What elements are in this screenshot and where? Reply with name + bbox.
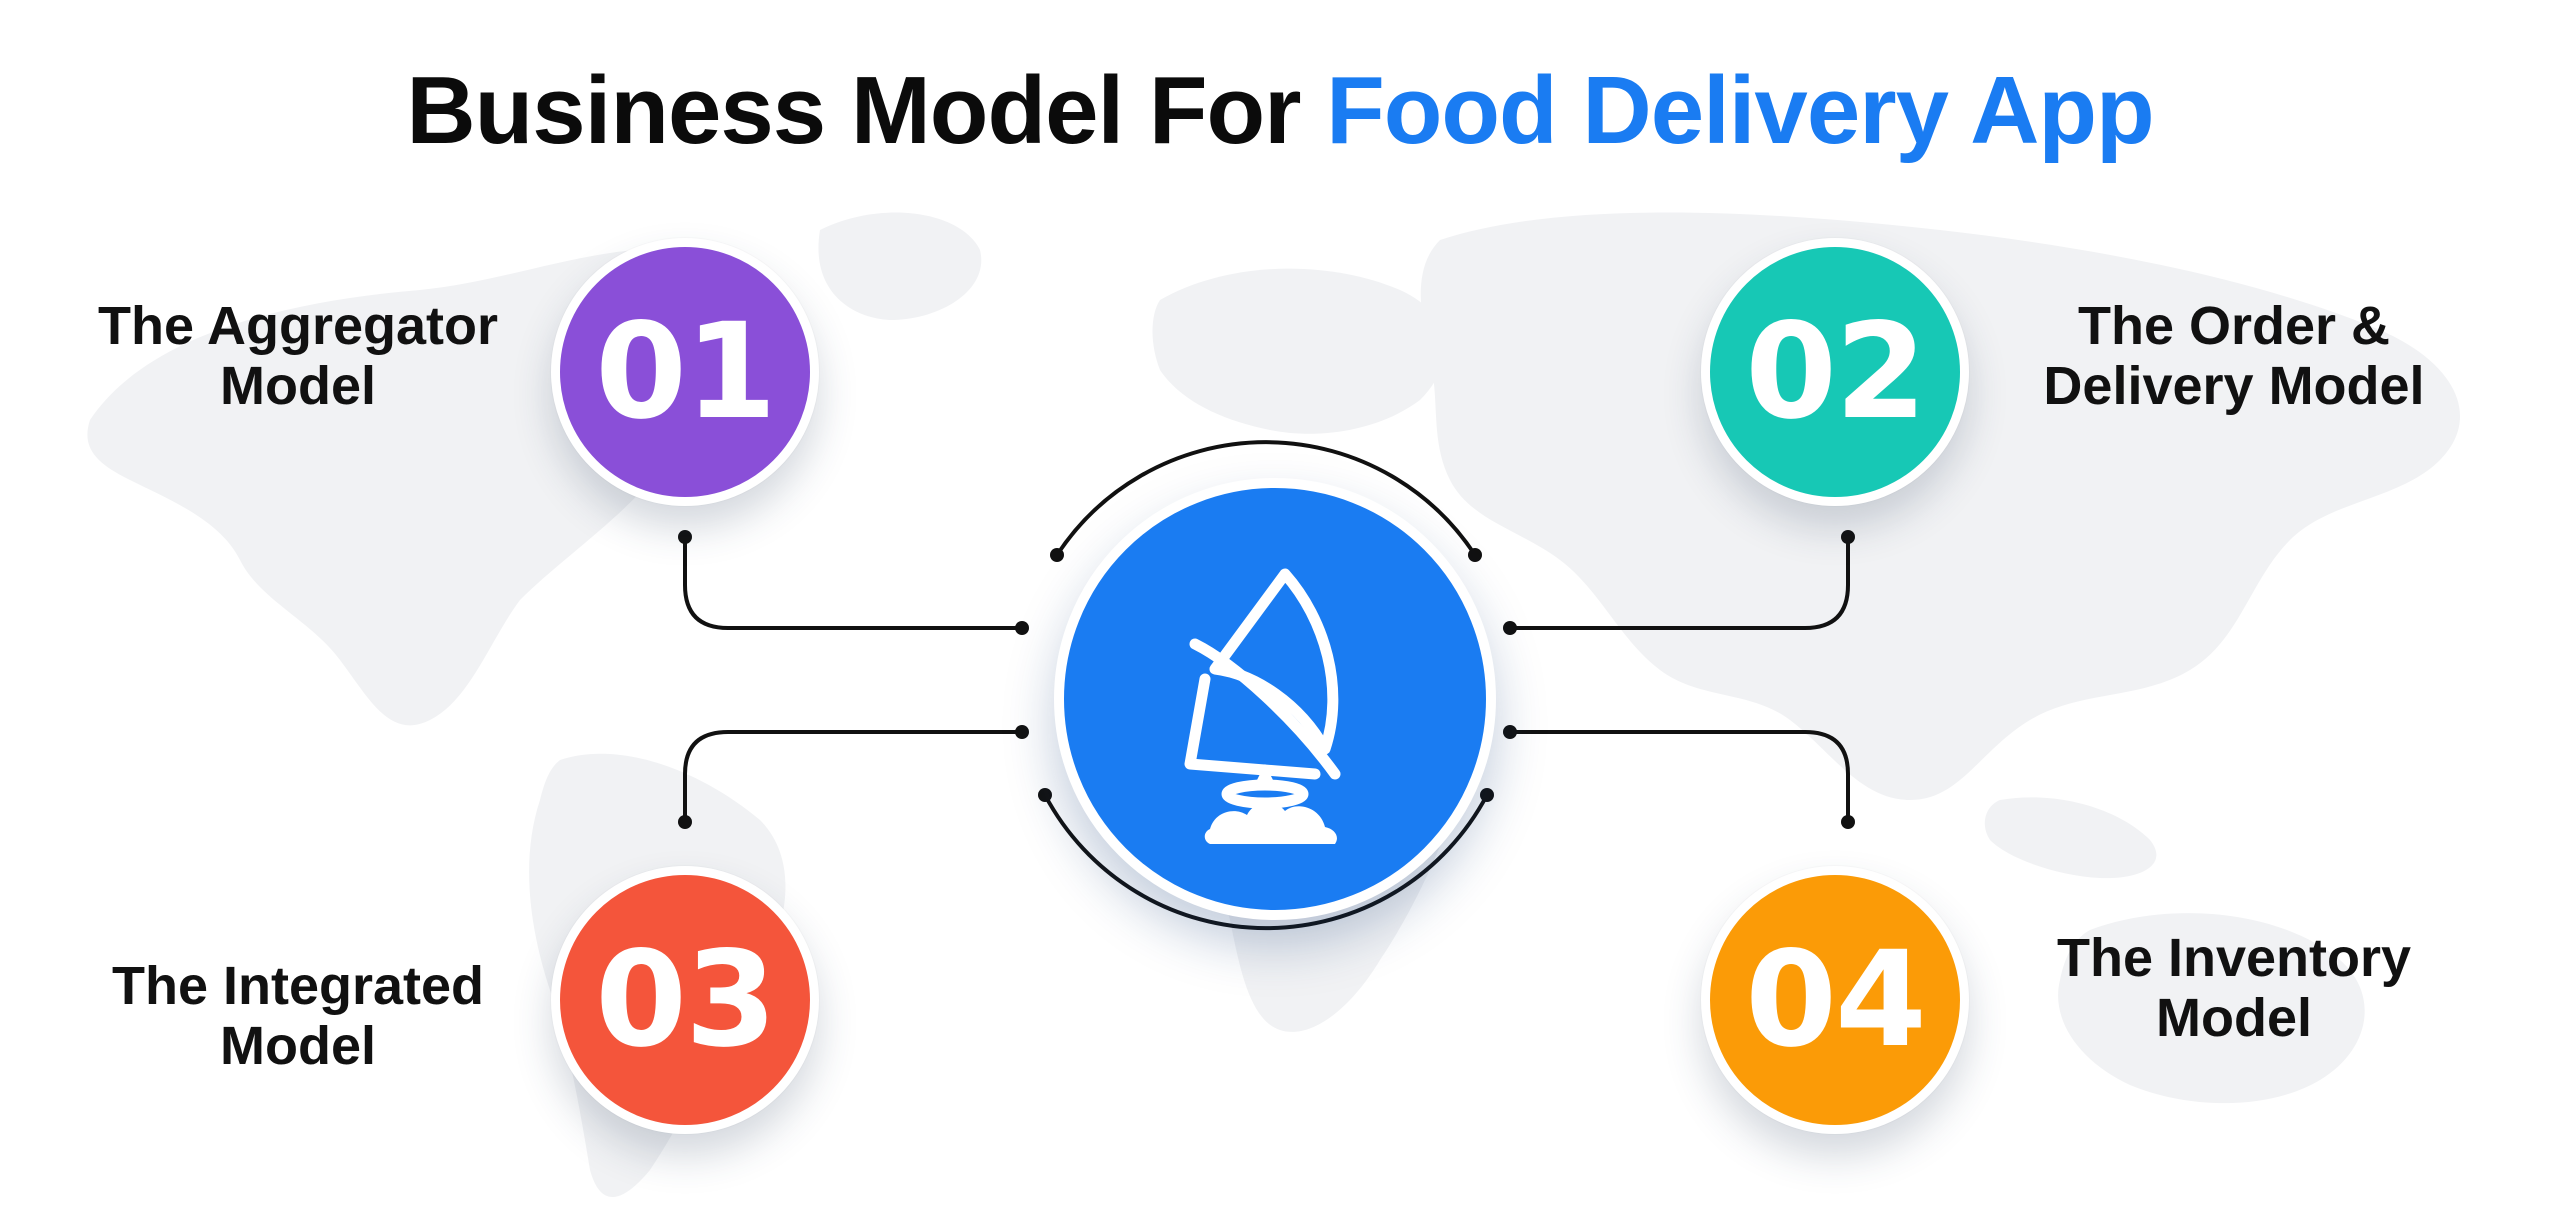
lower-arc — [1043, 793, 1489, 931]
connector-dot — [1841, 530, 1855, 544]
connector-dot — [1015, 621, 1029, 635]
connector-dot — [1480, 788, 1494, 802]
model-03-label: The Integrated Model — [78, 956, 518, 1077]
connector-dot — [1050, 548, 1064, 562]
model-04-number: 04 — [1745, 923, 1927, 1077]
connector-dot — [678, 815, 692, 829]
model-03-number: 03 — [595, 923, 777, 1077]
rocket-logo-icon — [1184, 568, 1341, 844]
model-03-circle: 03 — [551, 866, 819, 1134]
model-01-label-line1: The Aggregator — [97, 296, 499, 356]
model-04-label-line1: The Inventory — [2056, 928, 2412, 988]
model-04-label: The Inventory Model — [2014, 928, 2454, 1049]
title-highlight: Food Delivery App — [1326, 57, 2155, 164]
model-01-label: The Aggregator Model — [78, 296, 518, 417]
connector-dot — [678, 530, 692, 544]
upper-arc — [1055, 440, 1477, 557]
model-03-label-line2: Model — [220, 1016, 376, 1077]
model-01-label-line2: Model — [220, 356, 376, 417]
model-02-label: The Order & Delivery Model — [2014, 296, 2454, 417]
connector-dot — [1503, 725, 1517, 739]
connector-dot — [1503, 621, 1517, 635]
model-01-number: 01 — [595, 295, 777, 449]
connector-dot — [1468, 548, 1482, 562]
model-01-circle: 01 — [551, 238, 819, 506]
title-dark: Business Model For — [406, 57, 1301, 164]
connector-02 — [1508, 535, 1850, 630]
model-02-label-line2: Delivery Model — [2043, 356, 2425, 417]
model-02-label-line1: The Order & — [2077, 296, 2391, 356]
connector-03 — [683, 730, 1024, 824]
hub-circle — [1054, 478, 1496, 920]
connector-01 — [683, 535, 1024, 630]
connector-dot — [1841, 815, 1855, 829]
page-title: Business Model For Food Delivery App — [0, 58, 2560, 164]
model-04-label-line2: Model — [2156, 988, 2312, 1049]
model-04-circle: 04 — [1701, 866, 1969, 1134]
model-02-number: 02 — [1745, 295, 1927, 449]
connector-dot — [1038, 788, 1052, 802]
model-03-label-line1: The Integrated — [111, 956, 485, 1016]
connector-dot — [1015, 725, 1029, 739]
model-02-circle: 02 — [1701, 238, 1969, 506]
connector-04 — [1508, 730, 1850, 824]
